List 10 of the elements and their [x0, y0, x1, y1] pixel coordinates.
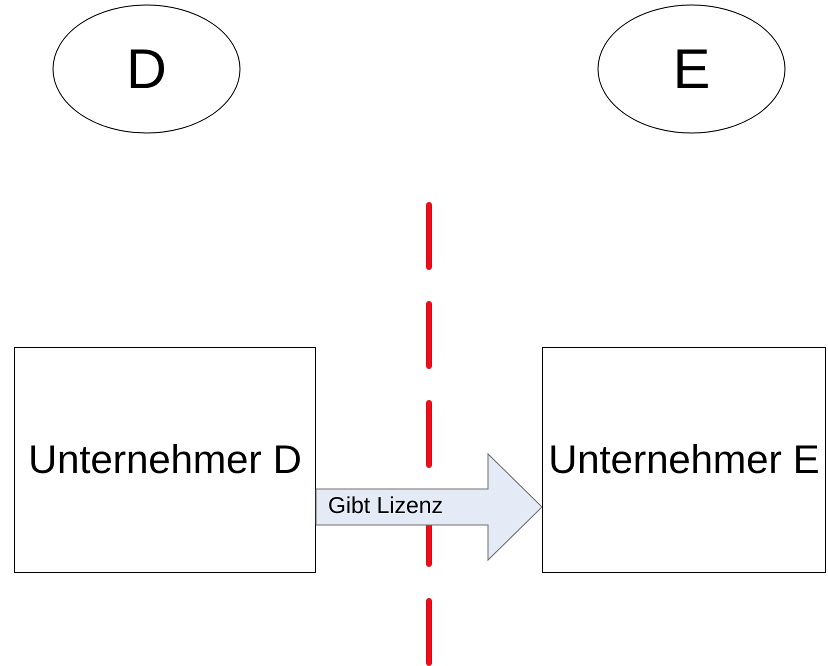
process-box	[14, 347, 316, 573]
node-label: Unternehmer E	[548, 438, 820, 482]
edge-label: Gibt Lizenz	[328, 492, 444, 519]
ellipse-node	[52, 4, 241, 134]
node-label: E	[672, 38, 710, 100]
node-label: Unternehmer D	[28, 438, 302, 482]
block-arrow	[316, 452, 543, 562]
process-box	[542, 347, 826, 573]
ellipse-node	[597, 4, 786, 134]
node-label: D	[126, 38, 167, 100]
